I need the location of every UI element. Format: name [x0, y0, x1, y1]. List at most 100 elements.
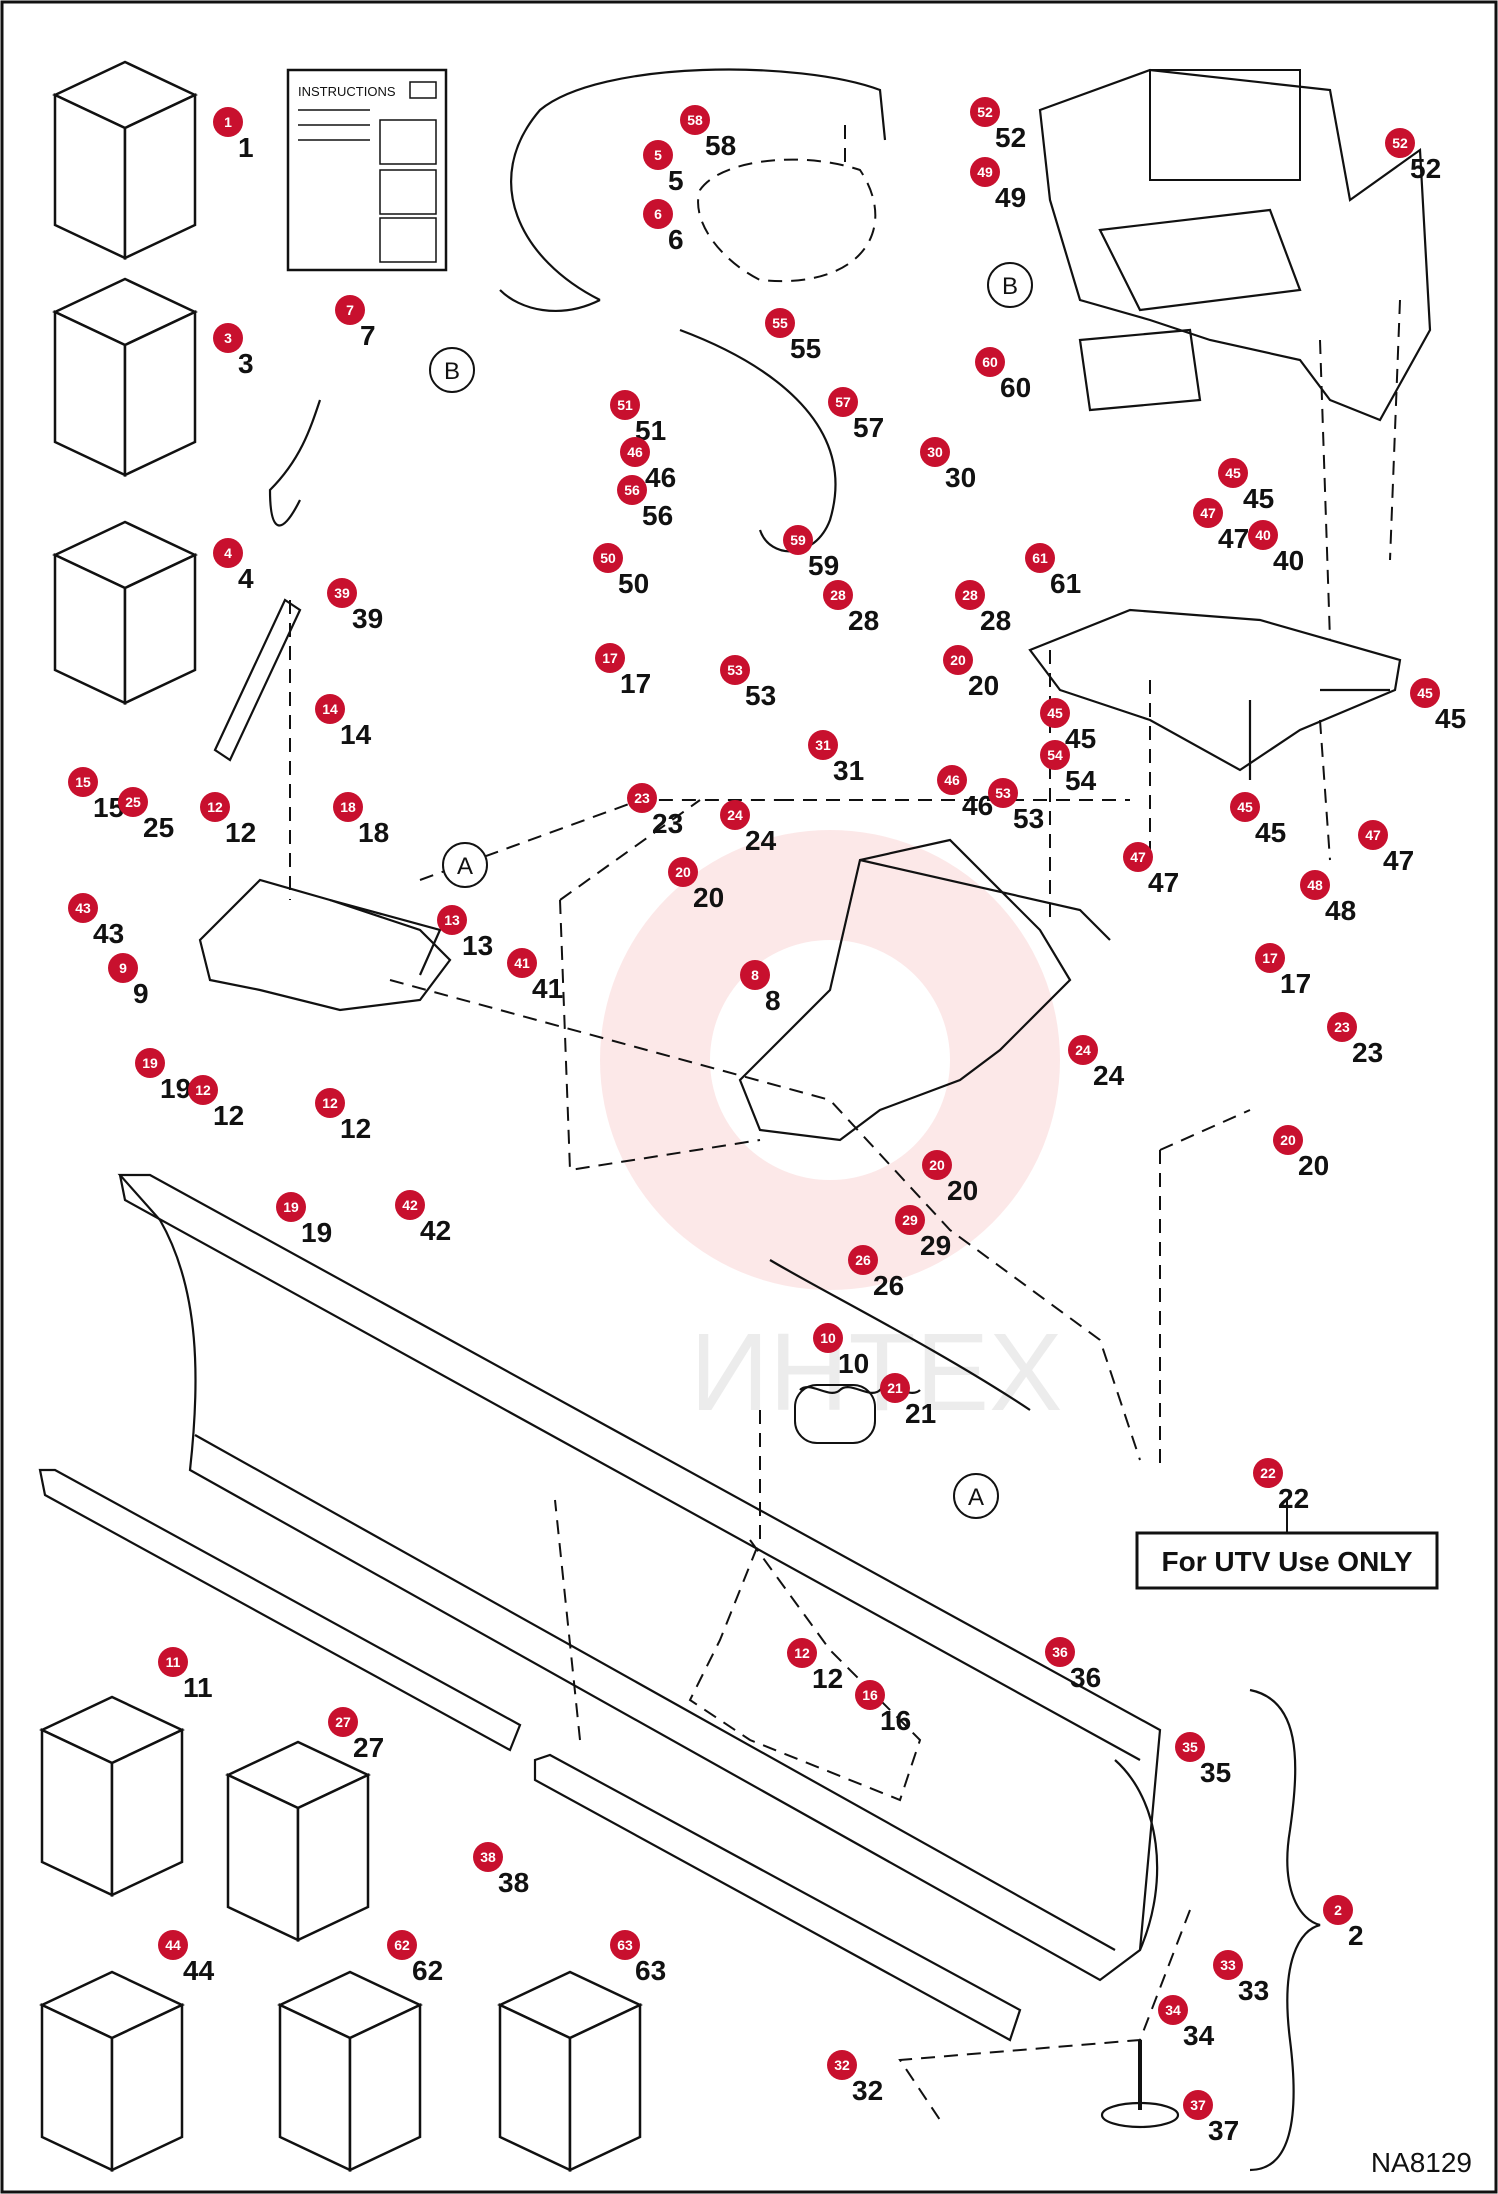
watermark: ИНТЕХ	[600, 830, 1062, 1434]
callout-badge	[327, 578, 357, 608]
callout-number: 37	[1208, 2115, 1239, 2146]
callout-number: 47	[1218, 523, 1249, 554]
callout-badge	[680, 105, 710, 135]
callout-number: 55	[790, 333, 821, 364]
callout-number: 45	[1243, 483, 1274, 514]
carton-62	[277, 1970, 423, 2172]
callout-badge-label: 45	[1225, 465, 1241, 481]
callout-badge-label: 28	[830, 587, 846, 603]
callout-badge-label: 48	[1307, 877, 1323, 893]
callout-badge-label: 56	[624, 482, 640, 498]
callout-number: 35	[1200, 1757, 1231, 1788]
callout-number: 49	[995, 182, 1026, 213]
callout-badge-label: 35	[1182, 1739, 1198, 1755]
callout-badge	[720, 800, 750, 830]
callout-badge-label: 21	[887, 1380, 903, 1396]
callout-number: 24	[745, 825, 777, 856]
callout-badge-label: 10	[820, 1330, 836, 1346]
callout-badge	[920, 437, 950, 467]
callout-number: 12	[340, 1113, 371, 1144]
callout-badge-label: 12	[195, 1082, 211, 1098]
callout-badge-label: 47	[1130, 849, 1146, 865]
callout-number: 29	[920, 1230, 951, 1261]
callout-number: 56	[642, 500, 673, 531]
callout-number: 18	[358, 817, 389, 848]
callout-badge	[1300, 870, 1330, 900]
callout-badge-label: 60	[982, 354, 998, 370]
callout-badge-label: 12	[794, 1645, 810, 1661]
callout-badge	[333, 792, 363, 822]
callout-badge	[1385, 128, 1415, 158]
callout-badge	[1230, 792, 1260, 822]
callout-badge	[922, 1150, 952, 1180]
callout-5: 55	[643, 140, 684, 196]
plow-blade	[117, 1173, 1162, 1982]
callout-badge	[955, 580, 985, 610]
callout-number: 38	[498, 1867, 529, 1898]
callout-badge	[213, 323, 243, 353]
callout-number: 42	[420, 1215, 451, 1246]
callout-badge-label: 16	[862, 1687, 878, 1703]
svg-text:A: A	[968, 1484, 984, 1511]
reference-b-2: B	[429, 347, 475, 393]
callout-badge	[68, 893, 98, 923]
callout-badge-label: 46	[944, 772, 960, 788]
callout-badge	[970, 97, 1000, 127]
callout-badge-label: 39	[334, 585, 350, 601]
callout-badge-label: 24	[1075, 1042, 1091, 1058]
callout-badge	[213, 107, 243, 137]
callout-number: 13	[462, 930, 493, 961]
cutting-edge-left	[38, 1468, 522, 1752]
callout-badge-label: 45	[1237, 799, 1253, 815]
callout-number: 19	[301, 1217, 332, 1248]
callout-number: 32	[852, 2075, 883, 2106]
callout-number: 24	[1093, 1060, 1125, 1091]
callout-number: 59	[808, 550, 839, 581]
callout-number: 46	[962, 790, 993, 821]
reference-a-1: A	[442, 842, 488, 888]
callout-number: 12	[812, 1663, 843, 1694]
callout-badge-label: 24	[727, 807, 743, 823]
callout-badge	[200, 792, 230, 822]
callout-badge-label: 25	[125, 794, 141, 810]
cable	[769, 1259, 1031, 1411]
callout-badge	[1040, 740, 1070, 770]
callout-number: 28	[980, 605, 1011, 636]
callout-badge-label: 37	[1190, 2097, 1206, 2113]
callout-number: 12	[225, 817, 256, 848]
callout-badge	[808, 730, 838, 760]
callout-badge	[828, 387, 858, 417]
callout-number: 16	[880, 1705, 911, 1736]
callout-badge	[387, 1930, 417, 1960]
callout-badge	[1273, 1125, 1303, 1155]
svg-text:A: A	[457, 853, 473, 880]
callout-badge	[1213, 1950, 1243, 1980]
callout-number: 12	[213, 1100, 244, 1131]
carton-11	[39, 1695, 185, 1897]
callout-badge	[827, 2050, 857, 2080]
callout-number: 34	[1183, 2020, 1215, 2051]
callout-badge	[118, 787, 148, 817]
